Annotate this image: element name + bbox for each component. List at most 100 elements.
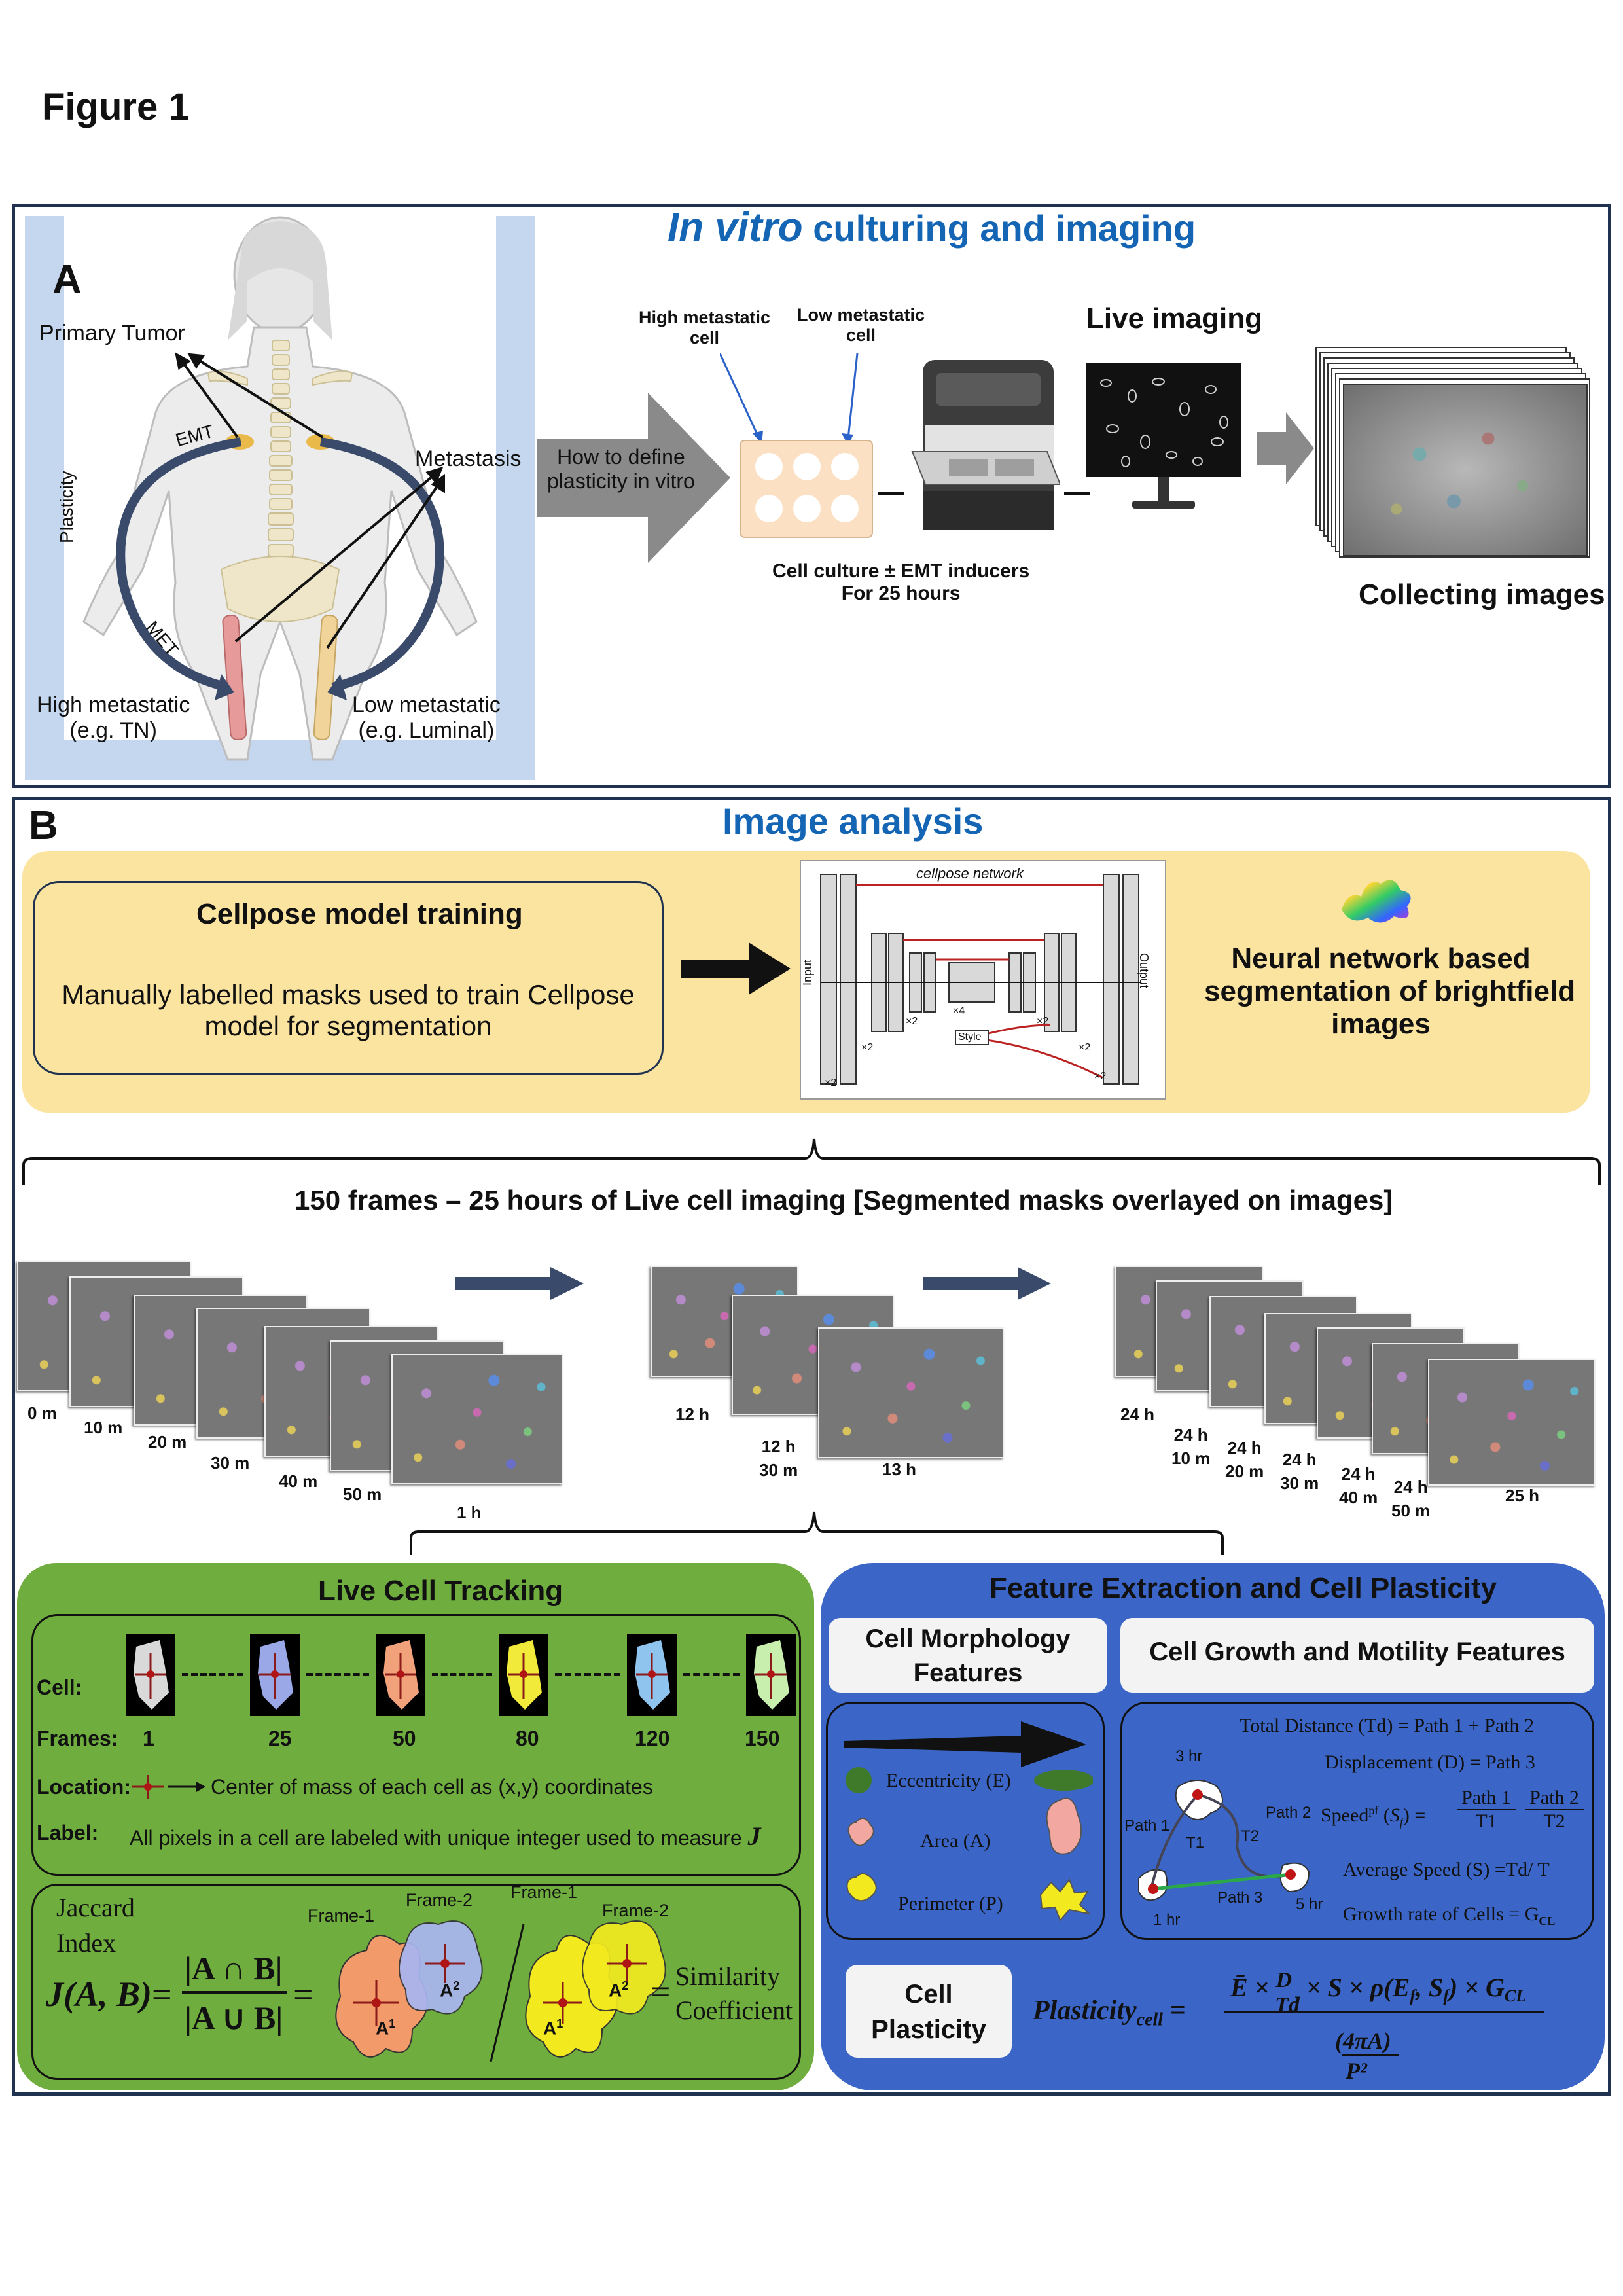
frame-1-label-a: Frame-1	[308, 1906, 375, 1926]
network-x2-5: ×2	[825, 1077, 837, 1088]
frame-2-label-a: Frame-2	[406, 1890, 473, 1910]
time-40m: 40 m	[279, 1471, 318, 1491]
speed-frac-2: Path 2 T2	[1525, 1787, 1584, 1833]
arrow-small-2	[1064, 492, 1090, 495]
image-stack	[1315, 347, 1590, 563]
frames-brace	[22, 1138, 1601, 1185]
path2-diagram-label: Path 2	[1266, 1804, 1311, 1821]
hr5-label: 5 hr	[1296, 1895, 1323, 1913]
area-label: Area (A)	[920, 1830, 991, 1852]
jaccard-overlap-illustration	[335, 1920, 666, 2062]
svg-text:P²: P²	[1345, 2058, 1368, 2084]
eccentricity-label: Eccentricity (E)	[886, 1770, 1011, 1791]
frame-1-label-b: Frame-1	[510, 1882, 578, 1902]
avg-speed-formula: Average Speed (S) =Td/ T	[1343, 1859, 1550, 1880]
network-x2-6: ×2	[1094, 1071, 1107, 1082]
to-stack-arrow	[1257, 412, 1314, 484]
figure-title: Figure 1	[42, 86, 190, 128]
live-imaging-label: Live imaging	[1086, 302, 1262, 334]
a2-label-a: A2	[440, 1979, 460, 2001]
label-label: Label:	[37, 1821, 99, 1844]
jaccard-formula-eq3: =	[651, 1972, 671, 2011]
tracking-info-box	[31, 1614, 801, 1876]
panel-b-heading: Image analysis	[722, 800, 984, 842]
cellpose-training-desc: Manually labelled masks used to train Ce…	[62, 979, 635, 1041]
network-x2-4: ×2	[1079, 1042, 1091, 1053]
panel-a-heading: In vitro culturing and imaging	[668, 205, 1196, 250]
tracked-cell-1	[126, 1634, 175, 1716]
timeline-arrow-2	[923, 1267, 1051, 1300]
t1-diagram-label: T1	[1186, 1834, 1205, 1852]
jaccard-fraction-bar	[182, 1991, 287, 1994]
center-of-mass-icon	[132, 1775, 205, 1799]
cellpose-network-diagram: cellpose network Input Output Style ×2 ×…	[800, 860, 1166, 1100]
dashed-connector	[683, 1673, 740, 1676]
cell-row-label: Cell:	[37, 1676, 82, 1699]
frame-120: 120	[635, 1727, 670, 1750]
time-10m: 10 m	[84, 1418, 123, 1437]
time-25h: 25 h	[1505, 1486, 1540, 1505]
time-13h: 13 h	[882, 1460, 917, 1479]
a1-label-a: A1	[376, 2017, 396, 2039]
cellpose-training-title: Cellpose model training	[196, 898, 523, 930]
frame-2-label-b: Frame-2	[602, 1901, 669, 1920]
monitor-icon	[1086, 363, 1241, 509]
path3-diagram-label: Path 3	[1217, 1889, 1263, 1907]
displacement-formula: Displacement (D) = Path 3	[1325, 1751, 1535, 1773]
segmented-cell-icon	[1342, 880, 1411, 923]
tracked-cell-150	[746, 1634, 796, 1716]
svg-text:(4πA): (4πA)	[1335, 2028, 1391, 2054]
label-text: All pixels in a cell are labeled with un…	[130, 1821, 761, 1851]
time-30m: 30 m	[211, 1453, 250, 1473]
frame-stack-24h-25h	[1113, 1263, 1610, 1512]
primary-tumor-label: Primary Tumor	[39, 321, 185, 346]
cell-row	[118, 1634, 805, 1725]
cell-pointer-arrows	[720, 353, 859, 445]
frame-stack-12h-13h	[648, 1263, 1027, 1466]
dashed-connector	[432, 1673, 492, 1676]
a2-label-b: A2	[609, 1979, 629, 2001]
network-title: cellpose network	[916, 865, 1024, 882]
tracked-cell-50	[376, 1634, 425, 1716]
time-24h: 24 h	[1120, 1405, 1155, 1424]
well-plate	[740, 440, 873, 538]
network-input-label: Input	[801, 959, 814, 986]
jaccard-formula-lhs: J(A, B)	[46, 1975, 152, 2014]
time-0m: 0 m	[27, 1403, 57, 1423]
location-label: Location:	[37, 1775, 131, 1799]
frame-25: 25	[268, 1727, 292, 1750]
frame-50: 50	[393, 1727, 416, 1750]
to-network-arrow	[681, 942, 791, 995]
time-50m: 50 m	[343, 1484, 382, 1504]
high-metastatic-label: High metastatic(e.g. TN)	[37, 692, 190, 743]
collecting-images-label: Collecting images	[1359, 579, 1605, 611]
frames-caption: 150 frames – 25 hours of Live cell imagi…	[294, 1185, 1393, 1215]
jaccard-formula-eq: =	[152, 1975, 172, 2014]
define-plasticity-arrow	[537, 393, 730, 563]
jaccard-formula-eq2: =	[293, 1975, 313, 2014]
frame-stack-0h-1h	[13, 1257, 569, 1492]
growth-motility-header: Cell Growth and Motility Features	[1120, 1618, 1594, 1693]
a1-label-b: A1	[543, 2017, 563, 2039]
dashed-connector	[182, 1673, 243, 1676]
cell-path-diagram	[1138, 1780, 1310, 1901]
body-illustration: Primary Tumor EMT Plasticity MET Metasta…	[25, 216, 535, 780]
network-x2-2: ×2	[906, 1016, 918, 1027]
growth-motility-box	[1120, 1702, 1594, 1940]
tracked-cell-25	[250, 1634, 300, 1716]
timeline-arrow-1	[455, 1267, 584, 1300]
